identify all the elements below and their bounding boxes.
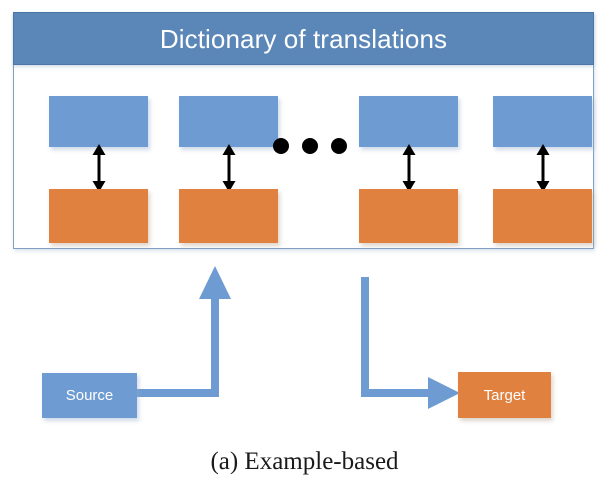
entry-source-box [359, 96, 458, 147]
dictionary-header: Dictionary of translations [13, 12, 594, 65]
source-label: Source [65, 387, 114, 404]
figure-caption: (a) Example-based [210, 448, 399, 475]
double-headed-vertical-arrow-icon [534, 144, 552, 192]
entry-target-box [179, 189, 278, 243]
entry-source-box [493, 96, 592, 147]
dictionary-entry [179, 66, 278, 248]
ellipsis-dot [331, 138, 347, 154]
entry-target-box [359, 189, 458, 243]
dictionary-panel: Dictionary of translations [13, 12, 594, 249]
arrow-up-icon [137, 266, 231, 397]
entry-source-box [179, 96, 278, 147]
arrow-right-icon [361, 277, 460, 409]
dictionary-entry [359, 66, 458, 248]
dictionary-title: Dictionary of translations [159, 23, 448, 54]
dictionary-entry [493, 66, 592, 248]
source-box: Source [42, 373, 137, 418]
ellipsis-dot [302, 138, 318, 154]
entry-target-box [49, 189, 148, 243]
ellipsis-indicator [273, 138, 353, 160]
entry-source-box [49, 96, 148, 147]
target-label: Target [483, 386, 526, 404]
entry-target-box [493, 189, 592, 243]
dictionary-entry [49, 66, 148, 248]
dictionary-entries-area [14, 66, 593, 248]
double-headed-vertical-arrow-icon [90, 144, 108, 192]
ellipsis-dot [273, 138, 289, 154]
double-headed-vertical-arrow-icon [400, 144, 418, 192]
double-headed-vertical-arrow-icon [220, 144, 238, 192]
target-box: Target [458, 372, 551, 418]
